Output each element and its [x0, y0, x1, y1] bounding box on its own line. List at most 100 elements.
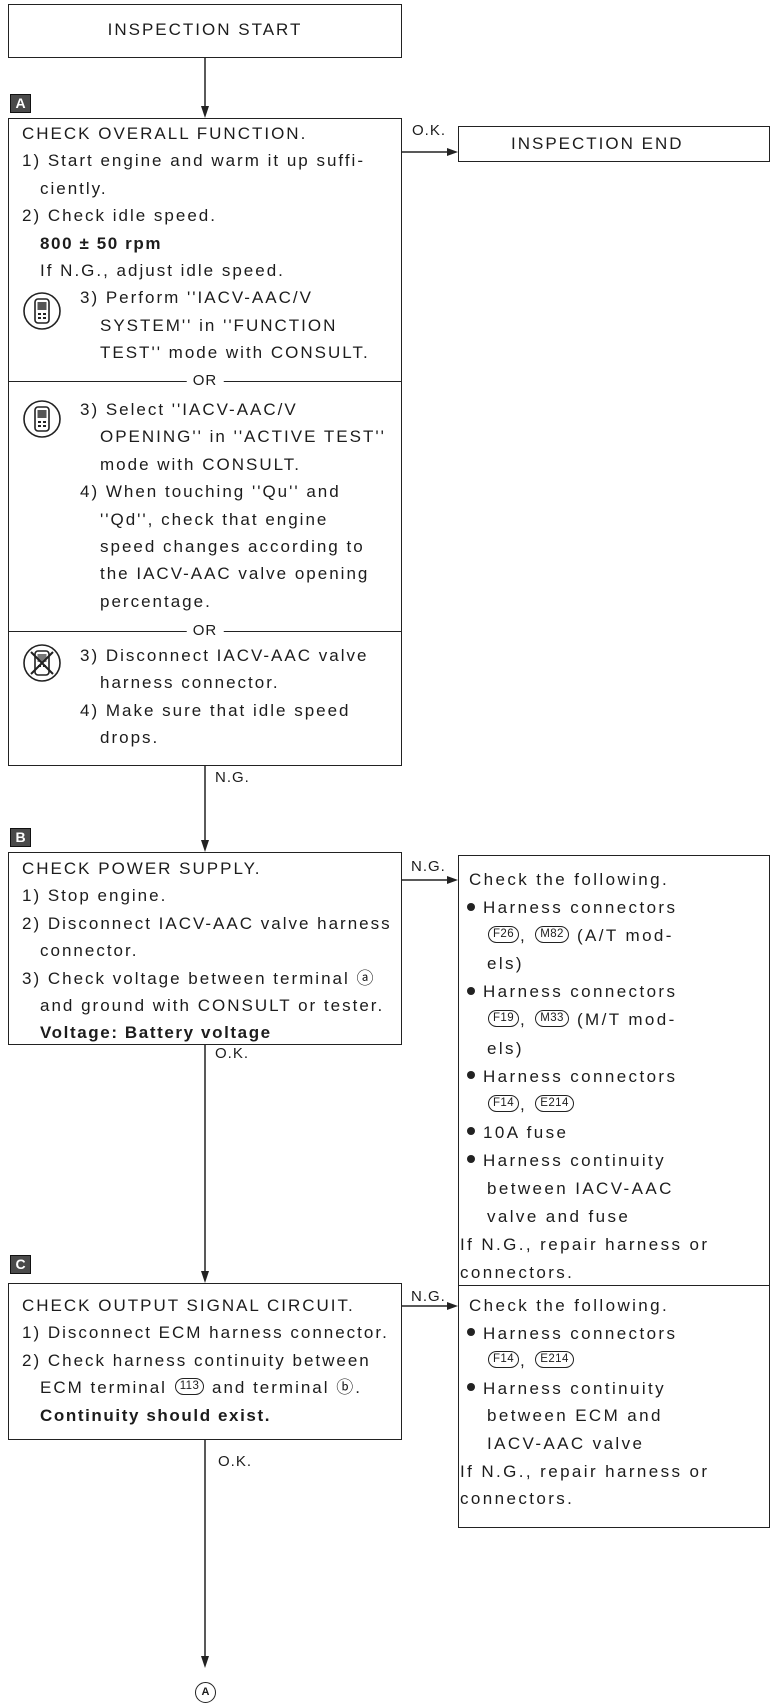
- connector-separator: ,: [520, 926, 528, 946]
- active-test-line: speed changes according to: [100, 536, 365, 556]
- step-b-line: 3) Check voltage between terminal ⓐ: [22, 968, 376, 988]
- check-item-label: Harness connectors: [483, 1323, 678, 1343]
- check-item: Harness continuity: [459, 1375, 769, 1403]
- check-item: Harness connectors: [459, 894, 769, 922]
- check-item: Harness connectors: [459, 1320, 769, 1348]
- step-a-ng-label: N.G.: [215, 769, 250, 786]
- step-b-ok-label: O.K.: [215, 1045, 250, 1062]
- function-test-line: SYSTEM'' in ''FUNCTION: [100, 315, 338, 335]
- arrow-c-to-offpage: [201, 1440, 209, 1668]
- active-test-line: OPENING'' in ''ACTIVE TEST'': [100, 427, 386, 447]
- function-test-line: 3) Perform ''IACV-AAC/V: [80, 288, 313, 308]
- active-test-line: 4) When touching ''Qu'' and: [80, 482, 341, 502]
- no-consult-icon: [23, 644, 61, 682]
- connector-separator: ,: [520, 1010, 528, 1030]
- connector-list: F14, E214: [459, 1091, 769, 1119]
- step-c-ng-check-box: Check the following. Harness connectors …: [458, 1285, 770, 1528]
- ng-check-footer: If N.G., repair harness or: [460, 1461, 710, 1481]
- without-consult-line: 4) Make sure that idle speed: [80, 700, 351, 720]
- active-test-line: ''Qd'', check that engine: [100, 509, 329, 529]
- arrow-c-to-ng-check: [402, 1302, 458, 1310]
- without-consult-line: 3) Disconnect IACV-AAC valve: [80, 646, 369, 665]
- inspection-end-box: INSPECTION END: [458, 126, 770, 162]
- connector-badge: F14: [488, 1351, 520, 1369]
- check-item: Harness continuity: [459, 1147, 769, 1175]
- step-c-box: CHECK OUTPUT SIGNAL CIRCUIT. 1) Disconne…: [8, 1283, 402, 1440]
- bullet-icon: [467, 1127, 475, 1136]
- bullet-icon: [467, 1071, 475, 1080]
- consult-icon: [23, 400, 61, 438]
- step-a-line: ciently.: [40, 178, 108, 198]
- consult-icon: [23, 292, 61, 330]
- arrow-a-to-b: [201, 766, 209, 852]
- check-item-cont: between IACV-AAC: [487, 1179, 674, 1199]
- check-item-cont: valve and fuse: [487, 1207, 631, 1227]
- step-a-line: If N.G., adjust idle speed.: [40, 260, 285, 280]
- offpage-connector: A: [195, 1682, 216, 1703]
- check-item: Harness connectors: [459, 1063, 769, 1091]
- active-test-line: mode with CONSULT.: [100, 454, 302, 474]
- step-b-line: connector.: [40, 941, 139, 961]
- check-item-label: Harness connectors: [483, 1066, 678, 1086]
- or-divider-label: OR: [186, 370, 224, 392]
- step-b-ng-check-box: Check the following. Harness connectors …: [458, 855, 770, 1290]
- bullet-icon: [467, 1383, 475, 1392]
- step-b-box: CHECK POWER SUPPLY. 1) Stop engine. 2) D…: [8, 852, 402, 1045]
- without-consult-line: harness connector.: [100, 673, 280, 693]
- ng-check-footer: connectors.: [460, 1489, 575, 1509]
- step-c-ok-label: O.K.: [218, 1453, 253, 1470]
- step-a-line: 2) Check idle speed.: [22, 206, 217, 226]
- arrow-b-to-ng-check: [402, 876, 458, 884]
- step-b-tag: B: [10, 828, 31, 847]
- inspection-start-label: INSPECTION START: [107, 20, 303, 39]
- bullet-icon: [467, 902, 475, 911]
- arrow-b-to-c: [201, 1045, 209, 1283]
- without-consult-line: drops.: [100, 728, 160, 748]
- arrow-start-to-a: [201, 58, 209, 118]
- connector-list: F19, M33 (M/T mod-: [459, 1006, 769, 1034]
- step-a-active-test-section: OR 3) Select ''IACV-AAC/V OPENING'' in '…: [9, 370, 401, 631]
- check-item-label: Harness continuity: [483, 1150, 667, 1170]
- active-test-line: 3) Select ''IACV-AAC/V: [80, 400, 298, 419]
- idle-speed-spec: 800 ± 50 rpm: [40, 233, 163, 253]
- check-item-cont: between ECM and: [487, 1406, 663, 1426]
- check-item-cont: IACV-AAC valve: [487, 1433, 645, 1453]
- terminal-badge: 113: [174, 1378, 205, 1396]
- arrow-a-to-end: [402, 148, 458, 156]
- step-a-title: CHECK OVERALL FUNCTION.: [22, 124, 308, 143]
- step-c-line: 1) Disconnect ECM harness connector.: [22, 1323, 389, 1343]
- connector-badge: E214: [535, 1094, 574, 1112]
- check-item-label: 10A fuse: [483, 1122, 569, 1142]
- check-item-note: (M/T mod-: [576, 1010, 677, 1030]
- step-b-result: Voltage: Battery voltage: [40, 1023, 272, 1043]
- function-test-line: TEST'' mode with CONSULT.: [100, 343, 370, 363]
- step-a-line: 1) Start engine and warm it up suffi-: [22, 151, 365, 171]
- connector-list: F26, M82 (A/T mod-: [459, 922, 769, 950]
- step-c-title: CHECK OUTPUT SIGNAL CIRCUIT.: [22, 1296, 355, 1315]
- step-b-line: and ground with CONSULT or tester.: [40, 995, 385, 1015]
- check-item: 10A fuse: [459, 1119, 769, 1147]
- check-item: Harness connectors: [459, 978, 769, 1006]
- check-item-note: els): [487, 1038, 524, 1058]
- check-item-note: (A/T mod-: [576, 926, 674, 946]
- active-test-line: percentage.: [100, 591, 212, 611]
- check-item-label: Harness connectors: [483, 982, 678, 1002]
- inspection-end-label: INSPECTION END: [511, 134, 684, 153]
- active-test-line: the IACV-AAC valve opening: [100, 564, 370, 584]
- step-a-main-section: CHECK OVERALL FUNCTION. 1) Start engine …: [9, 119, 401, 381]
- connector-badge: F19: [488, 1010, 520, 1028]
- connector-badge: E214: [535, 1351, 574, 1369]
- check-item-label: Harness continuity: [483, 1378, 667, 1398]
- step-a-tag: A: [10, 94, 31, 113]
- or-divider-label: OR: [186, 620, 224, 642]
- connector-separator: ,: [520, 1351, 528, 1371]
- step-c-line: 2) Check harness continuity between: [22, 1350, 371, 1370]
- bullet-icon: [467, 986, 475, 995]
- connector-badge: M33: [535, 1010, 569, 1028]
- step-c-result: Continuity should exist.: [40, 1405, 272, 1425]
- step-b-line: 1) Stop engine.: [22, 886, 168, 906]
- check-item-note: els): [487, 954, 524, 974]
- step-a-ok-label: O.K.: [412, 122, 447, 139]
- bullet-icon: [467, 1155, 475, 1164]
